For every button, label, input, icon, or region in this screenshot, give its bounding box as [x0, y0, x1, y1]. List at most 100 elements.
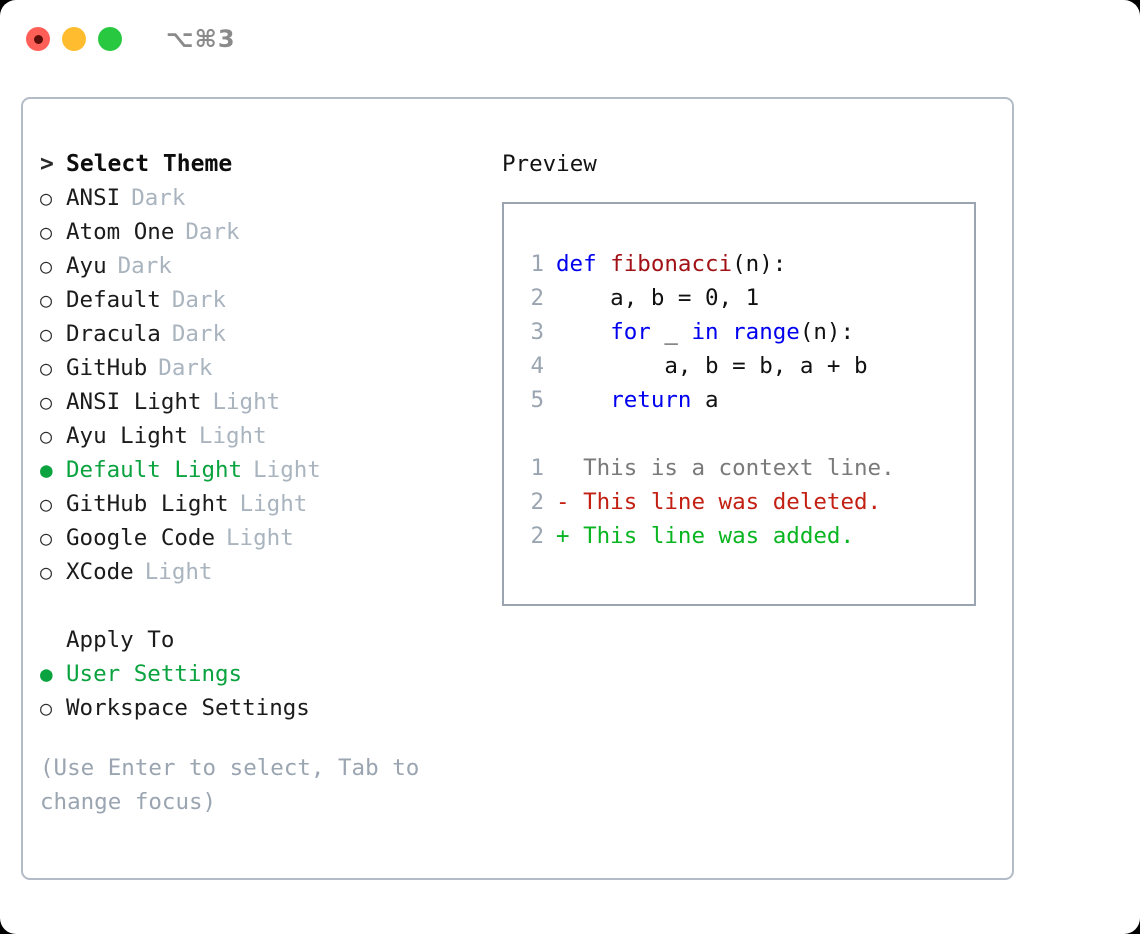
code-token: (n):	[732, 251, 787, 277]
radio-selected-icon: ●	[40, 662, 53, 686]
minimize-button[interactable]	[62, 27, 86, 51]
theme-variant-badge: Light	[239, 491, 308, 517]
preview-title: Preview	[502, 151, 597, 177]
diff-line-number: 1	[530, 455, 544, 481]
theme-variant-badge: Dark	[131, 185, 186, 211]
theme-variant-badge: Dark	[171, 321, 227, 347]
theme-option-default[interactable]: ○ Default Dark	[40, 283, 490, 317]
theme-option-github-light[interactable]: ○ GitHub Light Light	[40, 487, 490, 521]
code-token	[556, 387, 610, 413]
keyboard-hint: (Use Enter to select, Tab to change focu…	[40, 751, 440, 819]
theme-variant-badge: Dark	[158, 355, 213, 381]
radio-unselected-icon: ○	[40, 390, 53, 414]
apply-to-option-workspace-settings[interactable]: ○Workspace Settings	[40, 691, 490, 725]
window-controls	[26, 27, 122, 51]
theme-option-label: Atom One	[66, 219, 175, 245]
radio-unselected-icon: ○	[40, 560, 53, 584]
theme-variant-badge: Light	[226, 525, 294, 551]
diff-line: 2 + This line was added.	[522, 519, 895, 553]
diff-line-text: This is a context line.	[556, 455, 895, 481]
code-line: 2 a, b = 0, 1	[522, 281, 895, 315]
diff-line: 1 This is a context line.	[522, 451, 895, 485]
radio-unselected-icon: ○	[40, 526, 53, 550]
radio-unselected-icon: ○	[40, 254, 53, 278]
code-token: return	[610, 387, 692, 413]
radio-unselected-icon: ○	[40, 356, 53, 380]
code-token: for	[610, 319, 651, 345]
code-token: def	[556, 251, 611, 277]
theme-option-label: Default Light	[66, 457, 243, 483]
code-token: a, b = b, a + b	[556, 353, 868, 379]
prompt-caret-icon: >	[40, 151, 54, 177]
list-spacer	[40, 589, 490, 623]
code-line-number: 5	[530, 387, 544, 413]
code-line: 4 a, b = b, a + b	[522, 349, 895, 383]
theme-option-label: GitHub Light	[66, 491, 229, 517]
theme-option-ansi[interactable]: ○ ANSI Dark	[40, 181, 490, 215]
theme-option-label: GitHub	[66, 355, 148, 381]
select-theme-title: Select Theme	[66, 151, 233, 177]
close-button[interactable]	[26, 27, 50, 51]
code-diff-separator	[522, 417, 895, 451]
theme-option-dracula[interactable]: ○ Dracula Dark	[40, 317, 490, 351]
theme-option-ayu-light[interactable]: ○ Ayu Light Light	[40, 419, 490, 453]
radio-unselected-icon: ○	[40, 696, 53, 720]
theme-variant-badge: Light	[198, 423, 267, 449]
theme-option-label: Ayu Light	[66, 423, 188, 449]
keyboard-hint-line-1: (Use Enter to select, Tab to	[40, 755, 420, 781]
theme-option-label: XCode	[66, 559, 134, 585]
title-bar: ⌥⌘3	[0, 0, 1140, 78]
apply-to-title: Apply To	[66, 627, 175, 653]
radio-selected-icon: ●	[40, 458, 53, 482]
radio-unselected-icon: ○	[40, 424, 53, 448]
code-token: a, b = 0, 1	[556, 285, 760, 311]
theme-variant-badge: Light	[253, 457, 321, 483]
diff-line-number: 2	[530, 523, 544, 549]
keyboard-hint-line-2: change focus)	[40, 789, 217, 815]
theme-option-github[interactable]: ○ GitHub Dark	[40, 351, 490, 385]
theme-option-label: Default	[66, 287, 161, 313]
diff-line-number: 2	[530, 489, 544, 515]
diff-line: 2 - This line was deleted.	[522, 485, 895, 519]
theme-variant-badge: Light	[212, 389, 281, 415]
radio-unselected-icon: ○	[40, 220, 53, 244]
theme-option-label: Ayu	[66, 253, 107, 279]
code-token: in	[691, 319, 733, 345]
apply-to-option-list: ●User Settings○Workspace Settings	[40, 657, 490, 725]
radio-unselected-icon: ○	[40, 492, 53, 516]
code-token	[556, 319, 610, 345]
code-line-number: 3	[530, 319, 544, 345]
radio-unselected-icon: ○	[40, 288, 53, 312]
radio-unselected-icon: ○	[40, 186, 53, 210]
diff-line-text: - This line was deleted.	[556, 489, 882, 515]
code-token: (n):	[799, 319, 855, 345]
radio-unselected-icon: ○	[40, 322, 53, 346]
theme-option-label: ANSI Light	[66, 389, 202, 415]
maximize-button[interactable]	[98, 27, 122, 51]
theme-variant-badge: Dark	[171, 287, 227, 313]
code-token: a	[691, 387, 719, 413]
select-theme-header: > Select Theme	[40, 147, 490, 181]
theme-option-default-light[interactable]: ● Default Light Light	[40, 453, 490, 487]
diff-line-text: + This line was added.	[556, 523, 855, 549]
apply-to-option-user-settings[interactable]: ●User Settings	[40, 657, 490, 691]
code-token: _	[650, 319, 692, 345]
theme-option-label: Dracula	[66, 321, 161, 347]
code-token: range	[732, 319, 800, 345]
theme-option-ansi-light[interactable]: ○ ANSI Light Light	[40, 385, 490, 419]
code-token: fibonacci	[610, 251, 733, 277]
code-line-number: 4	[530, 353, 544, 379]
theme-option-label: ANSI	[66, 185, 121, 211]
apply-to-header: Apply To	[40, 623, 490, 657]
